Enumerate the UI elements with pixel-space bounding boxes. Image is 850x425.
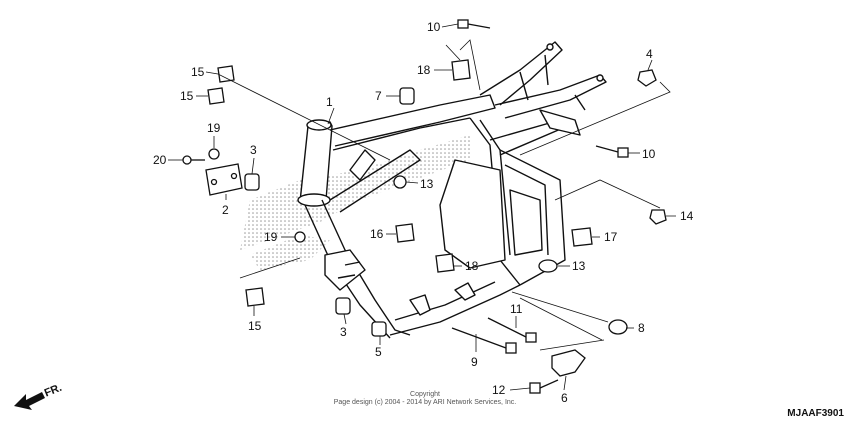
callout-13: 13 xyxy=(420,177,434,191)
callout-9: 9 xyxy=(471,355,478,369)
callout-20: 20 xyxy=(153,153,167,167)
callout-18: 18 xyxy=(465,259,479,273)
callout-19: 19 xyxy=(264,230,278,244)
callout-2: 2 xyxy=(222,203,229,217)
callout-18: 18 xyxy=(417,63,431,77)
callout-7: 7 xyxy=(375,89,382,103)
callout-labels: 1 2 3 3 4 5 6 7 8 9 10 10 11 12 13 13 14… xyxy=(153,20,694,405)
callout-11: 11 xyxy=(510,302,523,316)
callout-3: 3 xyxy=(340,325,347,339)
callout-14: 14 xyxy=(680,209,694,223)
leader-lines xyxy=(168,23,676,391)
copyright-line-1: Copyright xyxy=(410,391,440,398)
callout-15: 15 xyxy=(248,319,262,333)
callout-16: 16 xyxy=(370,227,384,241)
callout-6: 6 xyxy=(561,391,568,405)
front-direction-arrow-icon: FR. xyxy=(14,382,64,410)
callout-5: 5 xyxy=(375,345,382,359)
callout-19: 19 xyxy=(207,121,221,135)
callout-1: 1 xyxy=(326,95,333,109)
callout-15: 15 xyxy=(180,89,194,103)
callout-17: 17 xyxy=(604,230,618,244)
frame-main-structure xyxy=(297,41,607,339)
callout-12: 12 xyxy=(492,383,506,397)
diagram-code: MJAAF3901 xyxy=(787,408,844,419)
stipple-shading xyxy=(240,135,470,270)
copyright-line-2: Page design (c) 2004 - 2014 by ARI Netwo… xyxy=(333,399,517,406)
callout-4: 4 xyxy=(646,47,653,61)
callout-10: 10 xyxy=(427,20,441,34)
callout-8: 8 xyxy=(638,321,645,335)
callout-15: 15 xyxy=(191,65,205,79)
callout-3: 3 xyxy=(250,143,257,157)
small-parts xyxy=(182,59,667,377)
callout-13: 13 xyxy=(572,259,586,273)
callout-10: 10 xyxy=(642,147,656,161)
